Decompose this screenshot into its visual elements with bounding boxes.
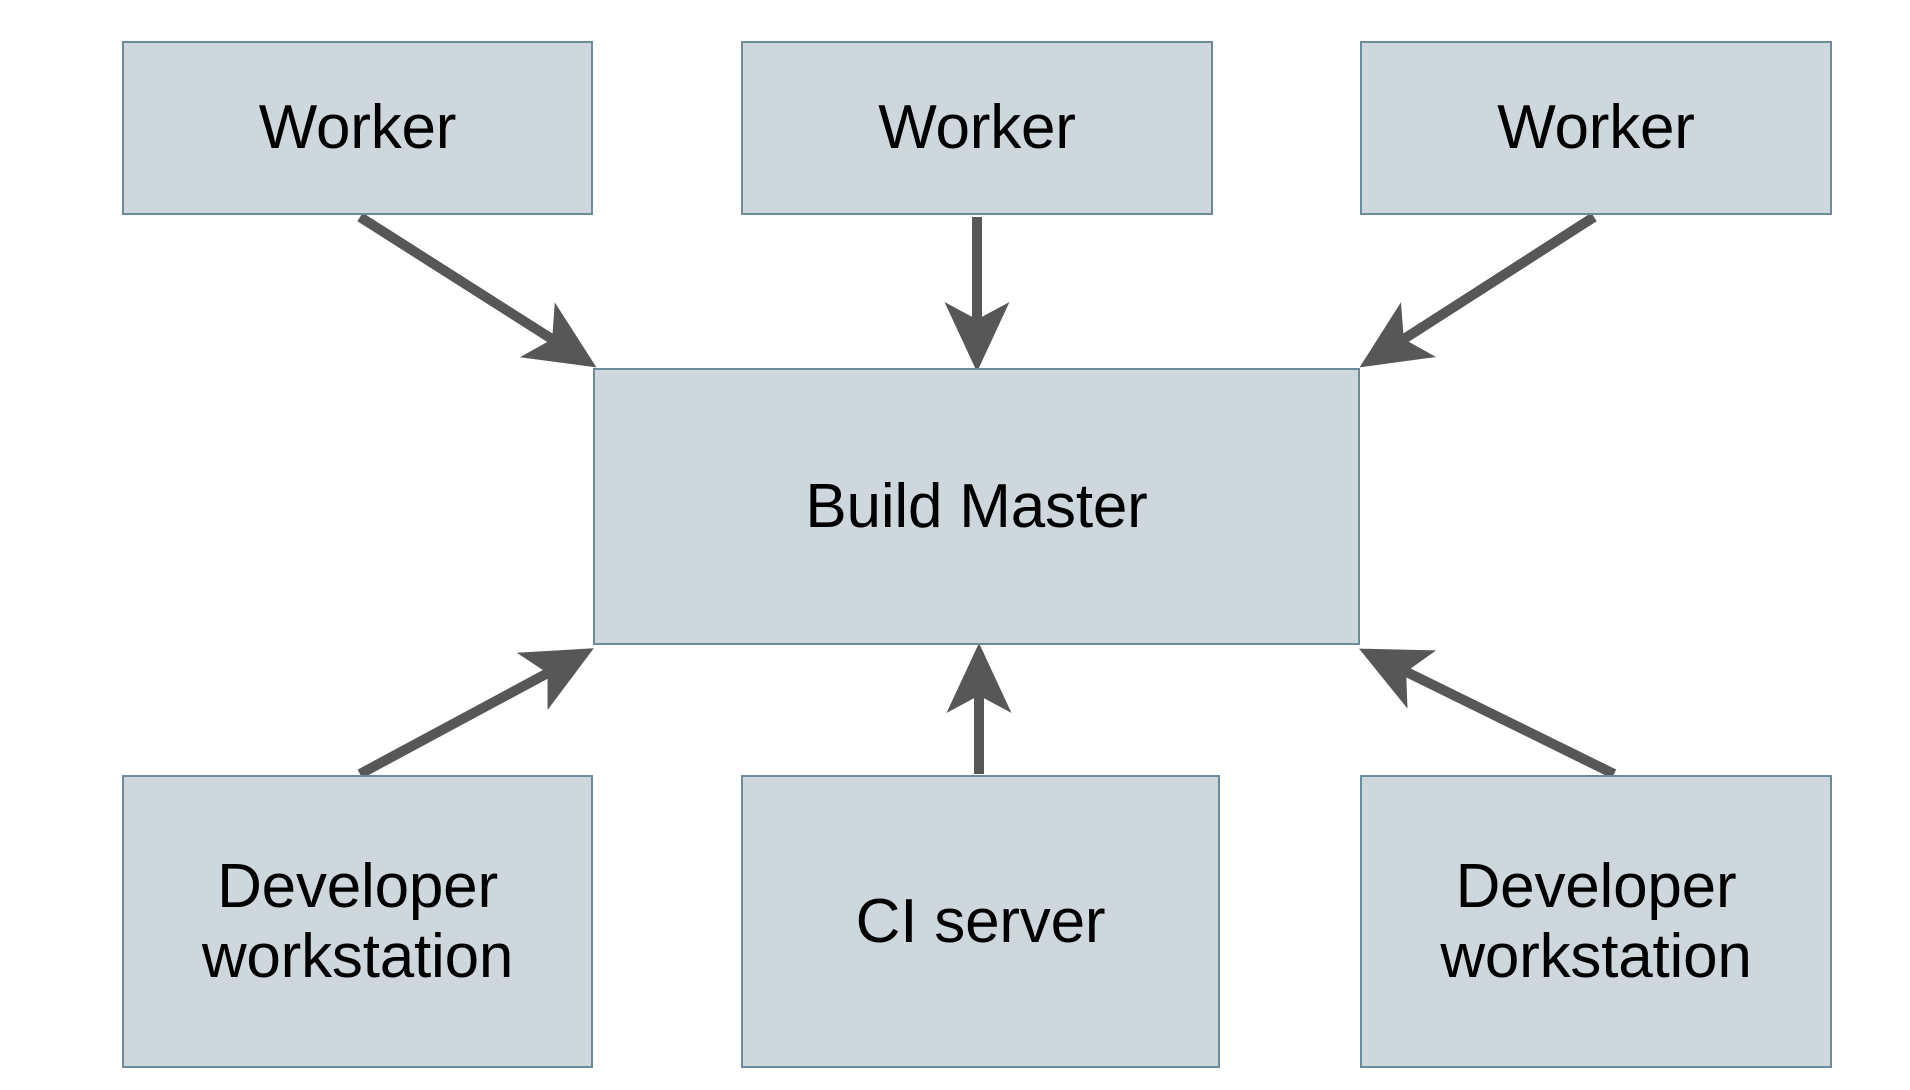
edge-dev-workstation-left-to-build-master bbox=[357, 648, 594, 779]
node-dev-workstation-right-label: Developer workstation bbox=[1440, 852, 1752, 991]
node-worker-1[interactable]: Worker bbox=[122, 41, 593, 215]
node-ci-server[interactable]: CI server bbox=[741, 775, 1220, 1068]
node-dev-workstation-left-label: Developer workstation bbox=[201, 852, 514, 991]
node-build-master[interactable]: Build Master bbox=[593, 368, 1360, 645]
node-worker-1-label: Worker bbox=[258, 93, 457, 163]
node-dev-workstation-left[interactable]: Developer workstation bbox=[122, 775, 593, 1068]
edge-worker-3-to-build-master bbox=[1359, 212, 1597, 368]
node-worker-2-label: Worker bbox=[878, 93, 1076, 163]
node-worker-3-label: Worker bbox=[1497, 93, 1695, 163]
node-ci-server-label: CI server bbox=[855, 886, 1106, 956]
node-worker-3[interactable]: Worker bbox=[1360, 41, 1832, 215]
edge-worker-1-to-build-master bbox=[357, 212, 597, 368]
edge-dev-workstation-right-to-build-master bbox=[1359, 648, 1617, 779]
node-worker-2[interactable]: Worker bbox=[741, 41, 1213, 215]
node-build-master-label: Build Master bbox=[805, 471, 1148, 541]
node-dev-workstation-right[interactable]: Developer workstation bbox=[1360, 775, 1832, 1068]
